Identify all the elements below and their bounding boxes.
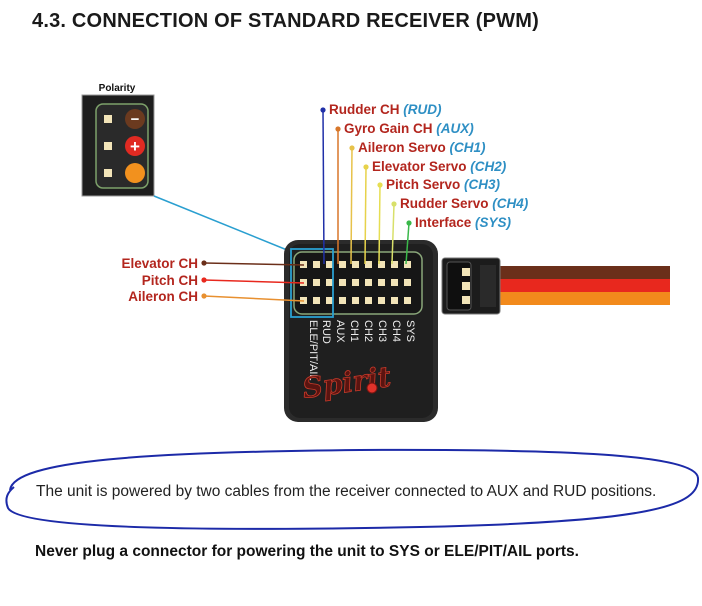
top-callout-label: Elevator Servo (CH2) — [372, 159, 507, 174]
note-highlight-circle — [5, 448, 700, 530]
header-pin — [404, 279, 411, 286]
port-label: CH1 — [348, 320, 360, 342]
header-pin — [365, 261, 372, 268]
callout-dot — [349, 145, 355, 151]
top-callout-label: Gyro Gain CH (AUX) — [344, 121, 474, 136]
port-label: CH3 — [376, 320, 388, 342]
header-pin — [404, 261, 411, 268]
header-pin — [339, 297, 346, 304]
port-label: CH4 — [390, 320, 402, 342]
left-callout-label: Pitch CH — [142, 273, 198, 288]
top-callout-label: Aileron Servo (CH1) — [358, 140, 486, 155]
port-label: SYS — [404, 320, 416, 342]
header-pin — [339, 279, 346, 286]
header-pin — [352, 261, 359, 268]
port-label: RUD — [320, 320, 332, 344]
plus-symbol: + — [130, 137, 140, 156]
header-pin — [391, 297, 398, 304]
status-led — [366, 382, 378, 394]
left-callout-label: Aileron CH — [128, 289, 198, 304]
wire-orange — [496, 292, 670, 305]
callout-dot — [391, 201, 397, 207]
header-pin — [352, 297, 359, 304]
top-callout-label: Interface (SYS) — [415, 215, 512, 230]
callout-dot — [201, 260, 207, 266]
plus-pin — [125, 136, 145, 156]
header-pin — [365, 297, 372, 304]
header-pin — [378, 297, 385, 304]
header-pin — [313, 297, 320, 304]
header-pin — [404, 297, 411, 304]
callout-dot — [335, 126, 341, 132]
header-pin — [378, 279, 385, 286]
callout-dot — [201, 277, 207, 283]
top-callout-label: Pitch Servo (CH3) — [386, 177, 501, 192]
top-callout-label: Rudder CH (RUD) — [329, 102, 442, 117]
header-pin — [365, 279, 372, 286]
header-pin — [313, 261, 320, 268]
section-title: 4.3. CONNECTION OF STANDARD RECEIVER (PW… — [32, 10, 539, 32]
header-pin — [378, 261, 385, 268]
header-pin — [352, 279, 359, 286]
header-pin — [339, 261, 346, 268]
header-pin — [326, 297, 333, 304]
signal-pin — [125, 163, 145, 183]
power-warning: Never plug a connector for powering the … — [35, 543, 579, 560]
callout-dot — [363, 164, 369, 170]
polarity-inset: Polarity − + — [81, 83, 155, 197]
wire-red — [496, 279, 670, 292]
header-pin — [391, 279, 398, 286]
polarity-heading: Polarity — [99, 83, 136, 94]
header-pin — [391, 261, 398, 268]
callout-dot — [406, 220, 412, 226]
minus-pin — [125, 109, 145, 129]
header-pin — [313, 279, 320, 286]
top-callout-label: Rudder Servo (CH4) — [400, 196, 529, 211]
callout-dot — [201, 293, 207, 299]
wire-brown — [496, 266, 670, 279]
port-label: AUX — [334, 320, 346, 343]
left-callout-label: Elevator CH — [121, 256, 198, 271]
header-pin — [326, 261, 333, 268]
callout-dot — [320, 107, 326, 113]
power-note: The unit is powered by two cables from t… — [36, 483, 657, 500]
callout-dot — [377, 182, 383, 188]
servo-connector — [441, 257, 670, 315]
header-pin — [326, 279, 333, 286]
port-label: CH2 — [362, 320, 374, 342]
port-label: ELE/PIT/AIL — [307, 320, 319, 381]
minus-symbol: − — [131, 111, 140, 128]
